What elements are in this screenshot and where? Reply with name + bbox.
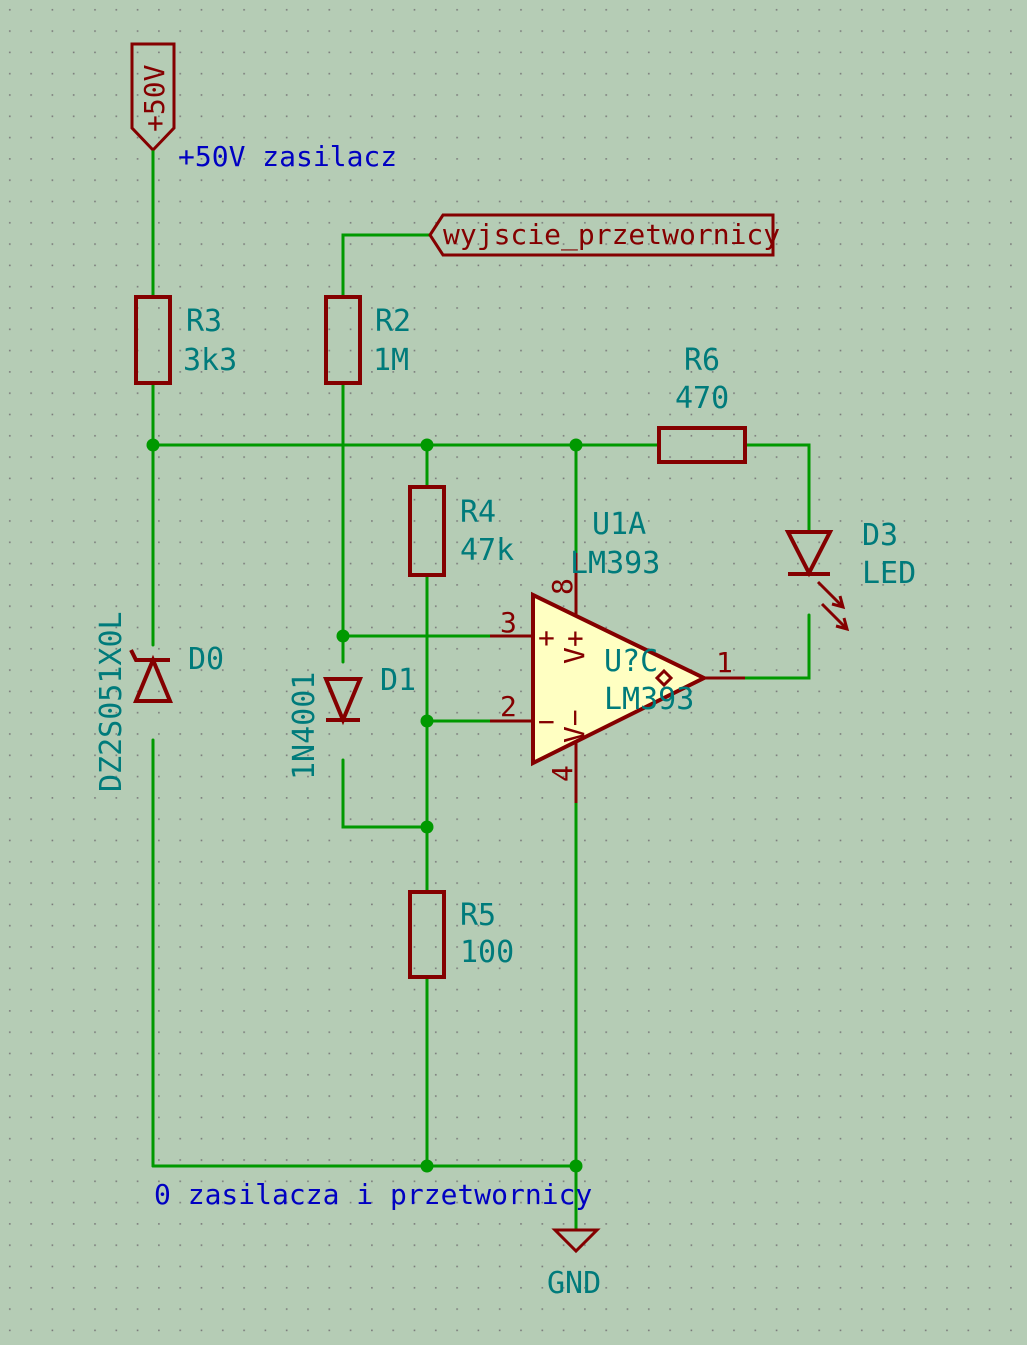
r5-body <box>408 890 446 979</box>
wire-hier-to-r2[interactable] <box>341 233 432 299</box>
gnd-label: GND <box>547 1266 601 1301</box>
wires <box>151 148 811 1232</box>
gnd-symbol[interactable]: GND <box>547 1228 601 1301</box>
resistor-r3[interactable]: R3 3k3 <box>134 295 237 385</box>
u1a-ref: U1A <box>592 507 646 542</box>
d1-value: 1N4001 <box>287 672 322 780</box>
d3-arrow-1-head <box>831 595 846 610</box>
u1a-vminus-label: V− <box>558 709 591 743</box>
u1a-pin-vminus-num: 4 <box>546 765 579 782</box>
gnd-triangle <box>551 1228 601 1254</box>
wire-d1-to-node[interactable] <box>341 758 429 829</box>
hier-label-wyjscie[interactable]: wyjscie_przetwornicy <box>428 213 780 257</box>
r2-value: 1M <box>373 343 409 378</box>
u1a-pin-plus-num: 3 <box>500 606 517 639</box>
power-flag-50v[interactable]: +50V <box>130 42 176 152</box>
r2-body <box>324 295 362 385</box>
diode-d1[interactable]: D1 1N4001 <box>287 663 416 780</box>
r3-value: 3k3 <box>183 343 237 378</box>
d0-bar <box>129 649 170 662</box>
r5-ref: R5 <box>460 898 496 933</box>
u1a-plus-sign: + <box>538 621 555 654</box>
r4-body <box>408 485 446 577</box>
r6-value: 470 <box>675 381 729 416</box>
d3-value: LED <box>862 556 916 591</box>
wire-r6-to-led[interactable] <box>743 443 811 532</box>
junction-noninv <box>336 629 350 643</box>
u1a-pin-minus-num: 2 <box>500 690 517 723</box>
r3-body <box>134 295 172 385</box>
d3-arrow-2-head <box>835 617 850 632</box>
net-label-ground-bus: 0 zasilacza i przetwornicy <box>154 1178 592 1211</box>
u1a-pin-vplus-num: 8 <box>546 578 579 595</box>
resistor-r2[interactable]: R2 1M <box>324 295 411 385</box>
d1-triangle <box>323 677 363 726</box>
junction-gnd-r5 <box>420 1159 434 1173</box>
net-label-supply: +50V zasilacz <box>178 140 397 173</box>
resistor-r5[interactable]: R5 100 <box>408 890 514 979</box>
junction-inv <box>420 714 434 728</box>
u1a-inner-value: LM393 <box>604 682 694 717</box>
junctions <box>146 438 583 1173</box>
junction-d1-r5 <box>420 820 434 834</box>
d1-ref: D1 <box>380 663 416 698</box>
resistor-r6[interactable]: R6 470 <box>657 343 747 464</box>
r2-ref: R2 <box>375 304 411 339</box>
d3-arrow-1 <box>816 580 845 609</box>
u1a-inner-ref: U?C <box>604 644 658 679</box>
d0-value: DZ2S051X0L <box>94 611 129 792</box>
r4-ref: R4 <box>460 495 496 530</box>
led-d3[interactable]: D3 LED <box>784 518 916 632</box>
r4-value: 47k <box>460 533 514 568</box>
u1a-open-collector-icon <box>654 668 674 688</box>
junction-gnd <box>569 1159 583 1173</box>
zener-diode-d0[interactable]: D0 DZ2S051X0L <box>94 611 224 792</box>
u1a-value: LM393 <box>570 546 660 581</box>
r5-value: 100 <box>460 935 514 970</box>
junction-top-vplus <box>569 438 583 452</box>
d3-triangle <box>784 530 834 578</box>
resistor-r4[interactable]: R4 47k <box>408 485 514 577</box>
hier-label-text: wyjscie_przetwornicy <box>443 218 780 252</box>
u1a-triangle <box>531 591 709 767</box>
junction-top-left <box>146 438 160 452</box>
r6-ref: R6 <box>684 343 720 378</box>
d3-ref: D3 <box>862 518 898 553</box>
power-flag-outline <box>130 42 176 152</box>
d3-arrow-2 <box>820 602 849 631</box>
power-flag-label: +50V <box>138 64 171 132</box>
r3-ref: R3 <box>186 304 222 339</box>
d0-triangle <box>133 654 173 703</box>
u1a-minus-sign: − <box>538 705 555 738</box>
d0-ref: D0 <box>188 642 224 677</box>
comparator-u1a[interactable]: 3 2 1 8 4 + − V+ V− U1A LM393 U?C LM393 <box>490 507 745 803</box>
u1a-pin-out-num: 1 <box>716 646 733 679</box>
junction-top-r4 <box>420 438 434 452</box>
wire-output[interactable] <box>743 613 811 680</box>
r6-body <box>657 426 747 464</box>
hier-label-outline <box>428 213 775 257</box>
u1a-vplus-label: V+ <box>558 630 591 664</box>
